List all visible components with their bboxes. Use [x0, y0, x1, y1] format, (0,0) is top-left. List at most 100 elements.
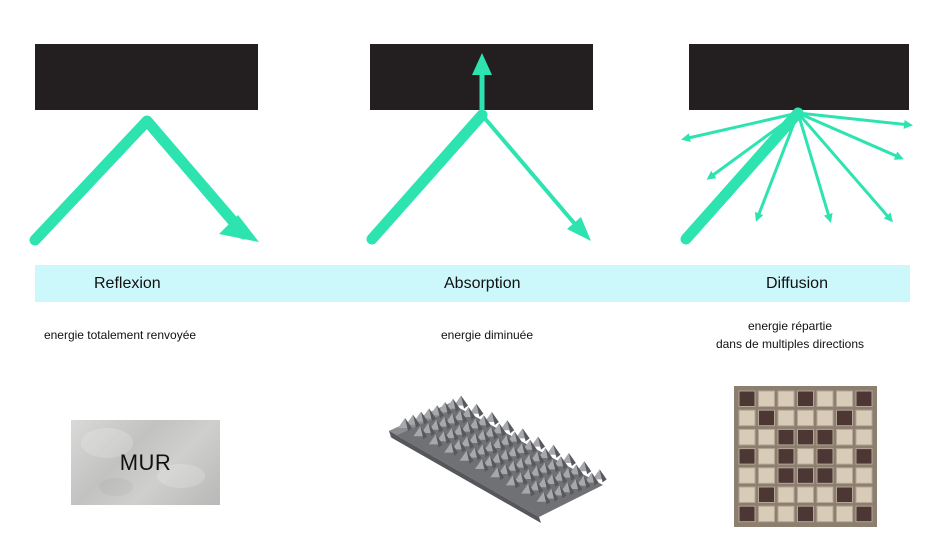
concrete-texture-spot: [81, 428, 133, 458]
foam-pyramid-shadow: [460, 410, 468, 424]
diffuser-cell-light: [816, 486, 834, 503]
foam-pyramid-shadow: [514, 431, 522, 445]
diffuser-cell-dark: [836, 409, 853, 427]
foam-pyramid-shadow: [543, 491, 551, 505]
diffuser-cell-dark: [777, 467, 795, 484]
diffuser-cell-light: [758, 428, 775, 446]
foam-pyramid-shadow: [467, 421, 475, 435]
diffuser-cell-light: [855, 409, 873, 427]
foam-pyramid-shadow: [568, 467, 576, 481]
diffuser-cell-light: [816, 409, 834, 427]
diffuser-cell-light: [816, 390, 834, 407]
diffuser-cell-light: [797, 448, 814, 465]
description-diffusion-line-2: dans de multiples directions: [715, 337, 865, 351]
foam-pyramid-shadow: [490, 441, 498, 455]
foam-pyramid-shadow: [552, 459, 560, 473]
diffuser-cell-light: [738, 486, 756, 503]
diffuser-cell-dark: [738, 448, 756, 465]
foam-pyramid-shadow: [413, 414, 420, 428]
diffuser-cell-light: [777, 409, 795, 427]
foam-pyramid-shadow: [498, 452, 505, 466]
foam-pyramid-shadow: [475, 433, 483, 446]
foam-pyramid-shadow: [528, 483, 536, 497]
diffuser-cell-light: [816, 505, 834, 523]
foam-pyramid-shadow: [453, 398, 460, 412]
diffuser-cell-dark: [816, 428, 834, 446]
foam-pyramid-shadow: [466, 450, 474, 464]
diffuser-cell-dark: [816, 448, 834, 465]
foam-pyramid-shadow: [584, 461, 592, 475]
foam-pyramid-shadow: [599, 469, 607, 483]
foam-pyramid-shadow: [552, 474, 560, 487]
foam-pyramid-shadow: [420, 426, 428, 440]
foam-pyramid-shadow: [443, 431, 451, 445]
diffuser-cell-light: [836, 467, 853, 484]
diffuser-cell-dark: [777, 448, 795, 465]
foam-pyramid-shadow: [512, 475, 520, 489]
diffuser-cell-light: [836, 505, 853, 523]
wall-reflection: [35, 44, 258, 110]
foam-pyramid-shadow: [530, 439, 537, 453]
diffuser-cell-dark: [797, 505, 814, 523]
diffuser-cell-light: [855, 467, 873, 484]
foam-pyramid-shadow: [461, 395, 468, 409]
foam-pyramid-shadow: [529, 454, 537, 468]
foam-pyramid-shadow: [514, 446, 521, 460]
label-reflexion: Reflexion: [94, 275, 161, 292]
foam-pyramid-shadow: [551, 488, 559, 502]
foam-pyramid-shadow: [544, 477, 552, 491]
diffuser-cell-dark: [855, 505, 873, 523]
foam-pyramid-shadow: [506, 449, 513, 463]
diffuser-cell-light: [836, 390, 853, 407]
diffuser-cell-dark: [738, 505, 756, 523]
foam-pyramid-shadow: [421, 411, 428, 425]
foam-pyramid-shadow: [576, 464, 584, 478]
diffuser-cell-dark: [777, 428, 795, 446]
foam-pyramid-shadow: [435, 434, 443, 448]
foam-pyramid-shadow: [521, 457, 529, 471]
diffuser-cell-light: [758, 448, 775, 465]
concrete-wall-image: MUR: [71, 420, 220, 505]
foam-pyramid-shadow: [429, 408, 436, 422]
foam-pyramid-shadow: [507, 420, 515, 434]
diffuser-cell-dark: [738, 390, 756, 407]
label-absorption: Absorption: [444, 275, 521, 292]
diffuser-cell-dark: [758, 409, 775, 427]
label-band: [35, 265, 910, 302]
foam-pyramid-shadow: [544, 462, 552, 476]
foam-pyramid-shadow: [498, 438, 506, 451]
diffuser-cell-light: [836, 448, 853, 465]
foam-pyramid-shadow: [545, 448, 553, 461]
description-reflexion: energie totalement renvoyée: [20, 326, 220, 344]
foam-pyramid-shadow: [553, 444, 561, 458]
foam-pyramid-shadow: [575, 479, 583, 492]
diffuser-cell-light: [758, 467, 775, 484]
description-absorption-line-1: energie diminuée: [440, 328, 534, 342]
foam-pyramid-shadow: [452, 413, 460, 427]
foam-pyramid-shadow: [583, 475, 591, 489]
foam-pyramid-shadow: [505, 464, 513, 477]
foam-pyramid-shadow: [405, 418, 412, 431]
diffuser-cell-dark: [758, 486, 775, 503]
foam-pyramid-shadow: [591, 472, 599, 486]
concrete-texture-spot: [157, 464, 205, 488]
foam-pyramid-shadow: [451, 442, 459, 456]
description-reflexion-line-1: energie totalement renvoyée: [43, 328, 197, 342]
diffuser-cell-light: [797, 409, 814, 427]
label-diffusion: Diffusion: [766, 275, 828, 292]
foam-pyramid-shadow: [451, 428, 459, 441]
diffuser-cell-light: [836, 428, 853, 446]
diffuser-cell-light: [777, 486, 795, 503]
description-diffusion-line-1: energie répartie: [747, 319, 833, 333]
foam-pyramid-shadow: [468, 407, 476, 420]
foam-pyramid-shadow: [483, 415, 491, 429]
foam-pyramid-shadow: [482, 459, 489, 472]
diffuser-cell-light: [855, 486, 873, 503]
foam-pyramid-shadow: [491, 426, 499, 440]
foam-pyramid-shadow: [475, 418, 483, 432]
foam-pyramid-shadow: [459, 439, 467, 453]
